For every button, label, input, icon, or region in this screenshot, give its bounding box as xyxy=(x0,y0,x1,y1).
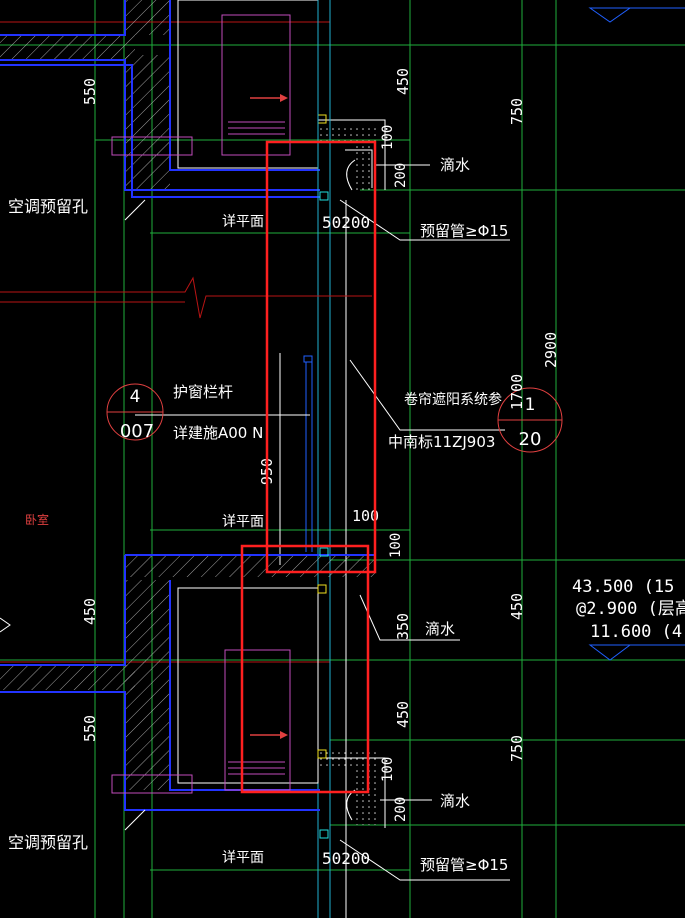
reserved-pipe-label-top: 预留管≥Φ15 xyxy=(420,222,508,240)
drip-label-bottom: 滴水 xyxy=(440,792,470,810)
highlight-boxes xyxy=(240,140,377,794)
reserved-pipe-label-bottom: 预留管≥Φ15 xyxy=(420,856,508,874)
bedroom-label: 卧室 xyxy=(25,512,49,527)
dim-200-lower: 200 xyxy=(393,797,409,822)
dim-100-lower: 100 xyxy=(380,757,396,782)
detail-circle-left-top: 4 xyxy=(130,387,141,407)
lower-wall-section xyxy=(0,547,386,839)
dim-50200-lower: 50200 xyxy=(322,849,370,868)
roller-blind-label: 卷帘遮阳系统参 xyxy=(404,391,502,408)
dim-750-upper: 750 xyxy=(508,98,526,125)
level-text-3: 11.600 (4 F xyxy=(590,622,685,642)
dim-550-upper: 550 xyxy=(81,78,99,105)
dim-450-left: 450 xyxy=(81,598,99,625)
dim-100-upper: 100 xyxy=(380,125,396,150)
level-text-2: @2.900 (层高 xyxy=(576,599,685,619)
dim-50200-upper: 50200 xyxy=(322,213,370,232)
dim-100-right: 100 xyxy=(388,533,404,558)
window-rail-label: 护窗栏杆 xyxy=(173,383,233,401)
dim-2900: 2900 xyxy=(542,332,560,368)
upper-wall-section xyxy=(0,0,320,198)
dim-1700: 1700 xyxy=(508,374,526,410)
annotations: 滴水 滴水 滴水 预留管≥Φ15 预留管≥Φ15 空调预留孔 空调预留孔 详平面… xyxy=(8,156,508,874)
level-text-1: 43.500 (15 F xyxy=(572,577,685,597)
dim-750-lower: 750 xyxy=(508,735,526,762)
leader-lines xyxy=(124,164,510,881)
ac-hole-label-bottom: 空调预留孔 xyxy=(8,833,88,852)
dim-200-upper: 200 xyxy=(393,163,409,188)
roller-std-label: 中南标11ZJ903 xyxy=(388,433,495,451)
dim-450-lower: 450 xyxy=(394,701,412,728)
detail-ref-label: 详建施A00 N xyxy=(173,424,263,442)
detail-circle-right-top: 1 xyxy=(525,395,536,415)
dim-450-upper: 450 xyxy=(394,68,412,95)
ac-hole-label-top: 空调预留孔 xyxy=(8,197,88,216)
detail-circle-right-bottom: 20 xyxy=(519,429,542,450)
level-markers: 43.500 (15 F @2.900 (层高 11.600 (4 F xyxy=(0,7,685,661)
detail-circle-left-bottom: 007 xyxy=(120,421,154,442)
dim-350: 350 xyxy=(394,613,412,640)
window-railing xyxy=(279,353,313,565)
drip-label-mid: 滴水 xyxy=(425,620,455,638)
dimensions: 550 450 750 100 200 50200 1700 2900 950 … xyxy=(81,68,560,868)
highlight-box-lower xyxy=(240,544,370,794)
dim-550-lower: 550 xyxy=(81,715,99,742)
break-line xyxy=(0,276,372,319)
dim-450-right: 450 xyxy=(508,593,526,620)
plan-detail-label-3: 详平面 xyxy=(222,850,264,866)
drip-label-top: 滴水 xyxy=(440,156,470,174)
plan-detail-label-2: 详平面 xyxy=(222,514,264,530)
dim-100-mid: 100 xyxy=(352,507,379,525)
detail-circle-right: 1 20 xyxy=(497,387,563,453)
plan-detail-label-1: 详平面 xyxy=(222,214,264,230)
highlight-box-upper xyxy=(265,140,377,574)
detail-circle-left: 4 007 xyxy=(106,383,164,442)
